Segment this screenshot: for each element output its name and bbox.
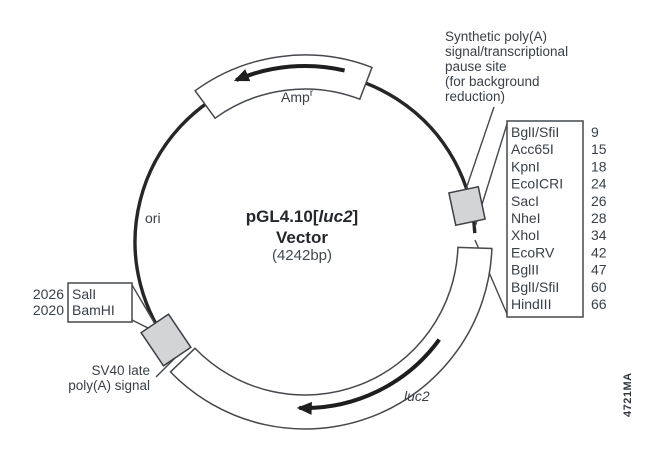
amp-label-text: Amp xyxy=(281,89,310,105)
table-enzyme: XhoI xyxy=(511,227,540,243)
restriction-table-box xyxy=(506,120,584,318)
site-position: 2020 xyxy=(33,302,64,318)
table-enzyme: NheI xyxy=(511,210,541,226)
plasmid-title: pGL4.10[luc2] Vector (4242bp) xyxy=(246,207,358,264)
table-position: 47 xyxy=(591,262,607,278)
sal-bam-box xyxy=(67,282,133,323)
table-position: 18 xyxy=(591,158,607,174)
sal-bam-rows: 2026 SalI 2020 BamHI xyxy=(33,286,115,318)
site-position: 2026 xyxy=(33,286,64,302)
luc2-gene-band xyxy=(169,246,493,430)
table-position: 60 xyxy=(591,279,607,295)
sv40-label-line1: SV40 late xyxy=(91,363,150,378)
table-position: 15 xyxy=(591,141,607,157)
table-position: 42 xyxy=(591,244,607,260)
table-position: 24 xyxy=(591,176,607,192)
sv40-label-line2: poly(A) signal xyxy=(68,378,150,393)
table-position: 9 xyxy=(591,124,599,140)
amp-label-superscript: r xyxy=(310,87,314,99)
table-enzyme: KpnI xyxy=(511,158,540,174)
figure-id-watermark: 4721MA xyxy=(622,372,634,417)
table-enzyme: BglI/SfiI xyxy=(511,279,559,295)
note-line: Synthetic poly(A) xyxy=(445,29,547,44)
table-enzyme: Acc65I xyxy=(511,141,554,157)
plasmid-name-prefix: pGL4.10[ xyxy=(246,207,319,226)
plasmid-title-vector: Vector xyxy=(276,228,328,247)
ori-label: ori xyxy=(145,210,161,226)
synthetic-polya-note: Synthetic poly(A) signal/transcriptional… xyxy=(445,29,568,104)
luc2-direction-arrow-icon xyxy=(296,338,441,415)
plasmid-name-gene: luc2 xyxy=(319,207,354,226)
site-enzyme: BamHI xyxy=(72,302,115,318)
table-position: 34 xyxy=(591,227,607,243)
luc2-label: luc2 xyxy=(404,388,430,404)
table-enzyme: BglI/SfiI xyxy=(511,124,559,140)
table-position: 26 xyxy=(591,193,607,209)
note-line: (for background xyxy=(445,74,540,89)
sv40-polya-site-box xyxy=(140,313,192,367)
table-enzyme: BglII xyxy=(511,262,539,278)
mcs-site-box xyxy=(448,185,486,227)
table-enzyme: EcoRV xyxy=(511,244,555,260)
amp-label: Ampr xyxy=(281,87,314,105)
amp-direction-arrow-icon xyxy=(233,63,346,82)
synthetic-polya-callout-line xyxy=(465,106,495,190)
table-enzyme: HindIII xyxy=(511,296,551,312)
restriction-table: BglI/SfiI 9 Acc65I 15 KpnI 18 EcoICRI 24… xyxy=(511,124,607,312)
table-enzyme: SacI xyxy=(511,193,539,209)
site-enzyme: SalI xyxy=(72,286,96,302)
plasmid-name: pGL4.10[luc2] xyxy=(246,207,358,226)
table-position: 28 xyxy=(591,210,607,226)
plasmid-size: (4242bp) xyxy=(272,247,332,264)
sal-bam-wedge-top-line xyxy=(131,284,159,330)
note-line: signal/transcriptional xyxy=(445,44,568,59)
note-line: reduction) xyxy=(445,89,505,104)
table-enzyme: EcoICRI xyxy=(511,176,563,192)
plasmid-name-suffix: ] xyxy=(353,207,359,226)
table-position: 66 xyxy=(591,296,607,312)
note-line: pause site xyxy=(445,59,507,74)
